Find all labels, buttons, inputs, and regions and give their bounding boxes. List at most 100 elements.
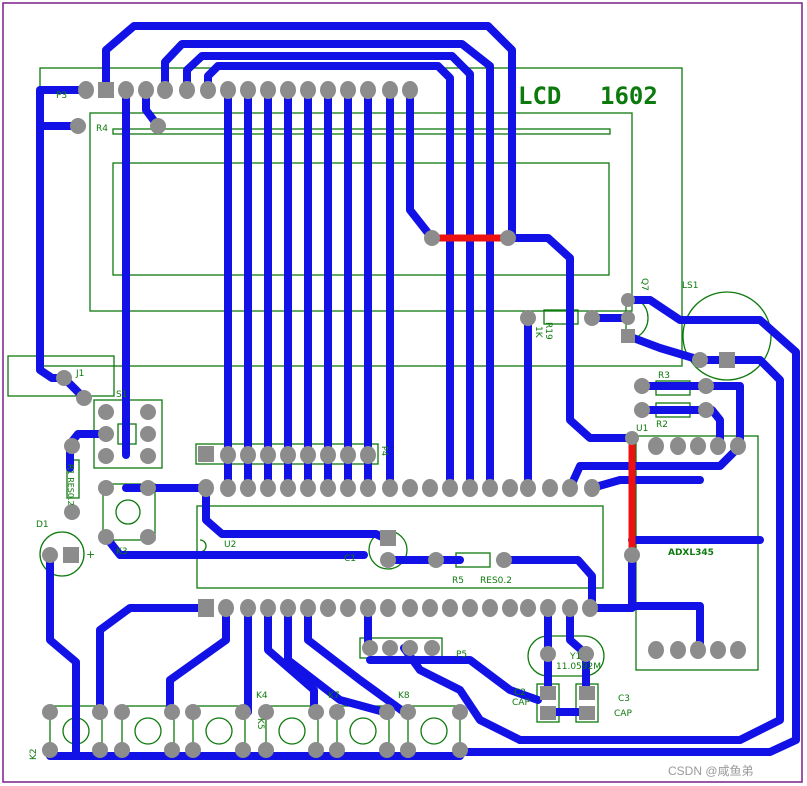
label-j1: J1: [75, 369, 84, 379]
pad-p3-7: [220, 81, 236, 99]
pad-u2-t4: [260, 479, 276, 497]
pad-jumper-top-b: [500, 230, 516, 246]
trace-q7-ls1: [456, 296, 800, 756]
pad-u2-t15: [482, 479, 498, 497]
label-q7: Q7: [639, 278, 649, 291]
pad-k8-2: [452, 704, 468, 720]
pad-r19-a: [520, 310, 536, 326]
label-y1: Y1: [569, 652, 581, 662]
label-layer: LCD 1602 P3 R4 J1 S1 R1 RES0.2 D1 + K3 U…: [29, 82, 754, 778]
pad-u2-t13: [442, 479, 458, 497]
pad-adxl-t2: [670, 437, 686, 455]
pad-p3-6: [200, 81, 216, 99]
pad-k5-1: [185, 704, 201, 720]
pad-k7-3: [329, 742, 345, 758]
d1-plus-sign: +: [86, 548, 95, 561]
label-r5-value: RES0.2: [480, 576, 512, 586]
pad-hdr-1: [198, 446, 214, 462]
pad-p3-16: [402, 81, 418, 99]
key-k7-dome: [349, 717, 377, 745]
pad-u2-t7: [320, 479, 336, 497]
pad-p4-1: [362, 640, 378, 656]
pad-jumper-top-a: [424, 230, 440, 246]
label-k4: K4: [256, 691, 268, 701]
pad-s1-2: [140, 404, 156, 420]
trace-ls1-r3: [516, 332, 784, 744]
pad-r4-b: [150, 118, 166, 134]
board-title-word: LCD: [518, 82, 561, 110]
pad-u2-t18: [542, 479, 558, 497]
pad-c2-b: [540, 706, 556, 720]
j1-outline: [7, 355, 115, 397]
pad-k7-2: [379, 704, 395, 720]
pad-u2-b17: [520, 599, 536, 617]
trace-p3-top-loop: [102, 22, 516, 242]
pad-r1-a: [64, 438, 80, 454]
pad-k2-3: [42, 742, 58, 758]
pad-r3-a: [634, 378, 650, 394]
pad-u2-t20: [584, 479, 600, 497]
label-c3: C3: [618, 694, 630, 704]
pad-k3-3: [98, 529, 114, 545]
pad-c3-a: [579, 686, 595, 700]
ls1-outline: [682, 291, 772, 381]
pad-u2-b16: [502, 599, 518, 617]
pad-p4-2: [382, 640, 398, 656]
pad-hdr-6: [300, 446, 316, 464]
pad-layer: [42, 81, 746, 758]
pad-p3-1: [98, 82, 114, 98]
pad-r2-b: [698, 402, 714, 418]
pad-p4-3: [402, 640, 418, 656]
pad-r1-b: [64, 504, 80, 520]
pad-u2-t16: [502, 479, 518, 497]
trace-k8: [304, 604, 408, 716]
pad-u1-a: [625, 431, 639, 445]
pad-k5-2: [235, 704, 251, 720]
trace-k7: [284, 604, 388, 716]
label-c3-value: CAP: [614, 709, 632, 719]
pad-k8-1: [400, 704, 416, 720]
pad-ls1-b: [719, 352, 735, 368]
pad-r4-a: [70, 118, 86, 134]
label-r3: R3: [658, 371, 670, 381]
trace-r3-adxl: [638, 382, 744, 450]
label-u2: U2: [224, 540, 236, 550]
pad-u2-b3: [240, 599, 256, 617]
label-r4: R4: [96, 124, 108, 134]
label-c1: C1: [344, 554, 356, 564]
trace-p3-2: [161, 40, 494, 492]
label-p3: P3: [56, 91, 67, 101]
pad-k2-1: [42, 704, 58, 720]
pad-u2-b6: [300, 599, 316, 617]
watermark: CSDN @咸鱼弟: [668, 764, 754, 778]
lcd-window-outline: [89, 112, 633, 312]
pad-ls1-a: [692, 352, 708, 368]
pad-adxl-t4: [710, 437, 726, 455]
pad-c1-b: [380, 552, 396, 568]
pad-adxl-t3: [690, 437, 706, 455]
pad-k6-3: [258, 742, 274, 758]
pad-u1-b: [624, 547, 640, 563]
pad-s1-4: [140, 426, 156, 442]
label-c2-value: CAP: [512, 698, 530, 708]
trace-r2-adxl: [638, 406, 724, 450]
pad-u2-t9: [360, 479, 376, 497]
pad-u2-b18: [540, 599, 556, 617]
pad-u2-t12: [422, 479, 438, 497]
pad-hdr-2: [220, 446, 236, 464]
pad-hdr-7: [320, 446, 336, 464]
u2-outline: [196, 505, 604, 589]
pad-k4-2: [164, 704, 180, 720]
pad-u2-t14: [462, 479, 478, 497]
pad-d1-a: [42, 547, 58, 563]
trace-u2-inner: [202, 484, 392, 544]
label-r5: R5: [452, 576, 464, 586]
d1-outline: [39, 531, 85, 577]
label-p5: P5: [456, 650, 467, 660]
pad-u2-b13: [442, 599, 458, 617]
label-d1: D1: [36, 520, 49, 530]
trace-u2-bottom-left: [96, 604, 210, 716]
label-p4: P4: [380, 446, 389, 456]
pad-q7-1: [621, 293, 635, 307]
